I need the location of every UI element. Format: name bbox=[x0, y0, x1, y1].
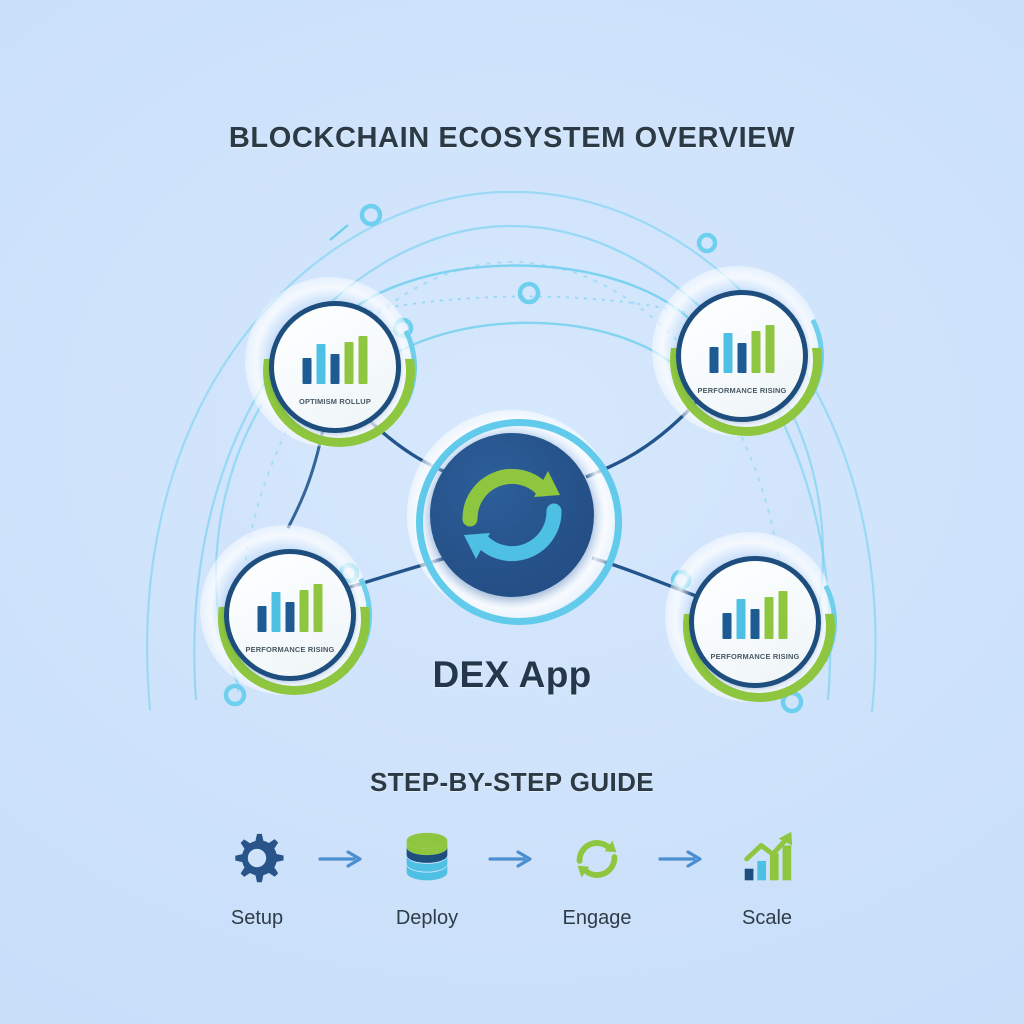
chart-bar bbox=[257, 606, 267, 632]
bar-chart-icon bbox=[722, 591, 788, 639]
guide-title: STEP-BY-STEP GUIDE bbox=[369, 767, 655, 797]
step-label: Engage bbox=[562, 907, 632, 929]
step-arrow-icon bbox=[481, 823, 543, 895]
chart-bar bbox=[751, 331, 761, 373]
node-label: PERFORMANCE RISING bbox=[245, 645, 335, 654]
chart-bar bbox=[299, 590, 309, 632]
bar-chart-icon bbox=[257, 584, 323, 632]
chart-bar bbox=[750, 609, 760, 639]
orbit-arc-dotted bbox=[236, 260, 788, 693]
hub-core bbox=[430, 433, 594, 597]
chart-bar bbox=[313, 584, 323, 632]
chart-bar bbox=[316, 344, 326, 384]
chart-bar bbox=[722, 613, 732, 639]
bar-chart-icon bbox=[302, 336, 368, 384]
step-label: Scale bbox=[741, 907, 793, 929]
chart-bar bbox=[344, 342, 354, 384]
node-label: OPTIMISM ROLLUP bbox=[299, 397, 371, 406]
step-arrow-icon bbox=[311, 823, 373, 895]
node-core: PERFORMANCE RISING bbox=[689, 556, 821, 688]
step-engage[interactable]: Engage bbox=[543, 823, 651, 930]
hub-label: DEX App bbox=[432, 654, 592, 695]
chart-bar bbox=[778, 591, 788, 639]
chart-bar bbox=[285, 602, 295, 632]
chart-bar bbox=[302, 358, 312, 384]
bar-chart-icon bbox=[709, 325, 775, 373]
marker-stub-top-left bbox=[329, 224, 349, 241]
chart-bar bbox=[709, 347, 719, 373]
ecosystem-node-bottom-right[interactable]: PERFORMANCE RISING bbox=[665, 532, 835, 702]
node-core: PERFORMANCE RISING bbox=[676, 290, 808, 422]
orbit-node-marker bbox=[223, 683, 247, 707]
chart-bar bbox=[736, 599, 746, 639]
step-setup[interactable]: Setup bbox=[203, 823, 311, 930]
refresh-cycle-icon bbox=[462, 468, 562, 562]
orbit-node-marker bbox=[696, 232, 718, 254]
growth-chart-icon bbox=[713, 823, 821, 895]
chart-bar bbox=[271, 592, 281, 632]
step-guide: Setup Deploy bbox=[0, 823, 1024, 930]
chart-bar bbox=[723, 333, 733, 373]
chart-bar bbox=[737, 343, 747, 373]
chart-bar bbox=[765, 325, 775, 373]
page-title: BLOCKCHAIN ECOSYSTEM OVERVIEW bbox=[228, 122, 796, 154]
orbit-node-marker bbox=[359, 203, 383, 227]
chart-bar bbox=[330, 354, 340, 384]
step-label: Deploy bbox=[395, 907, 459, 929]
node-core: OPTIMISM ROLLUP bbox=[269, 301, 401, 433]
chart-bar bbox=[764, 597, 774, 639]
gear-icon bbox=[203, 823, 311, 895]
hub-cyan-ring bbox=[416, 419, 622, 625]
orbit-node-marker bbox=[517, 281, 541, 305]
step-deploy[interactable]: Deploy bbox=[373, 823, 481, 930]
orbit-arc-mid bbox=[193, 224, 832, 701]
step-label: Setup bbox=[230, 907, 284, 929]
chart-bar bbox=[358, 336, 368, 384]
database-icon bbox=[373, 823, 481, 895]
refresh-cycle-icon bbox=[543, 823, 651, 895]
ecosystem-node-top-right[interactable]: PERFORMANCE RISING bbox=[652, 266, 822, 436]
central-hub[interactable] bbox=[407, 410, 622, 625]
step-scale[interactable]: Scale bbox=[713, 823, 821, 930]
orbit-arc-outer bbox=[146, 190, 877, 713]
ecosystem-node-bottom-left[interactable]: PERFORMANCE RISING bbox=[200, 525, 370, 695]
step-arrow-icon bbox=[651, 823, 713, 895]
node-label: PERFORMANCE RISING bbox=[697, 386, 787, 395]
node-core: PERFORMANCE RISING bbox=[224, 549, 356, 681]
ecosystem-node-top-left[interactable]: OPTIMISM ROLLUP bbox=[245, 277, 415, 447]
node-label: PERFORMANCE RISING bbox=[710, 652, 800, 661]
